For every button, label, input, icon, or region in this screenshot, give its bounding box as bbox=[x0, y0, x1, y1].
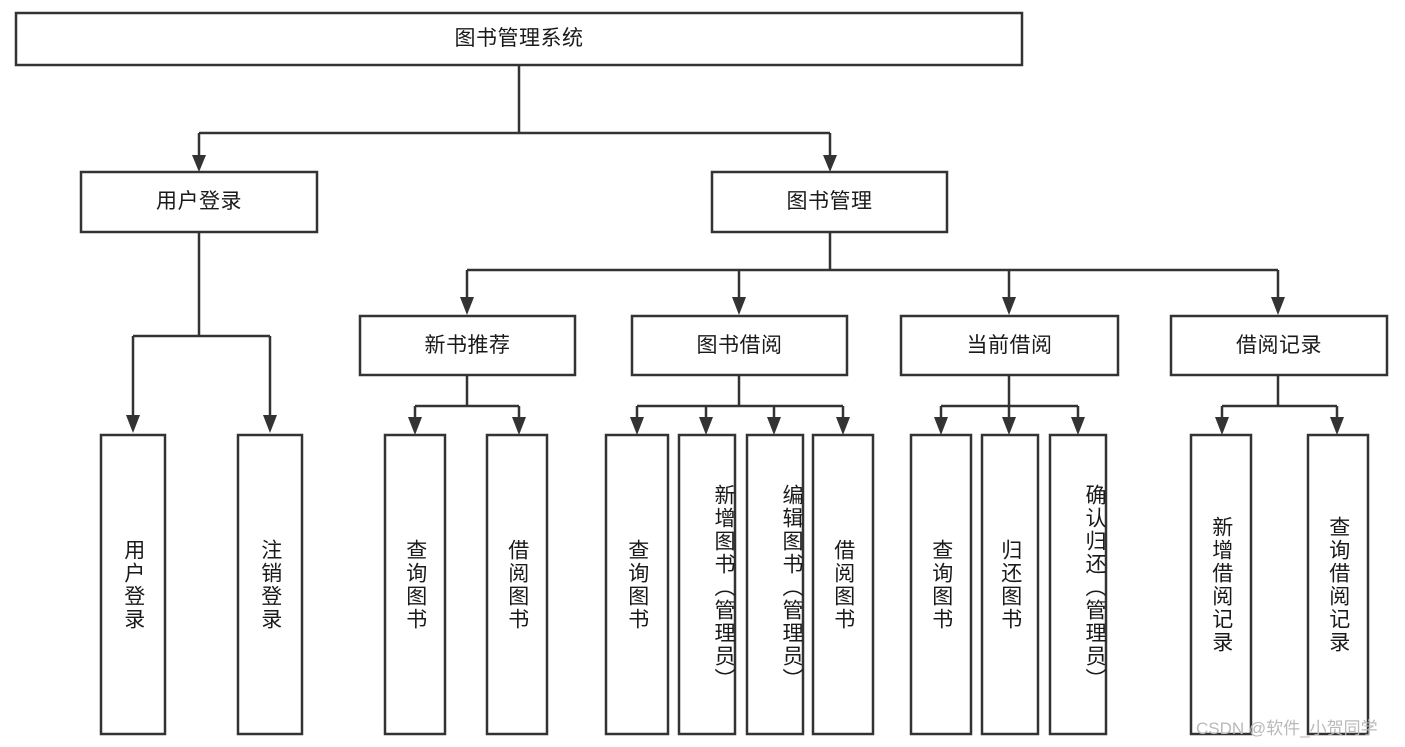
node-box-new-book-rec[interactable] bbox=[358, 314, 577, 377]
node-box-leaf-query-book-1[interactable] bbox=[383, 433, 447, 736]
node-box-book-manage[interactable] bbox=[710, 170, 949, 234]
arrowhead-leaf-user-login bbox=[126, 415, 140, 433]
arrowhead-leaf-add-record bbox=[1215, 417, 1229, 435]
node-box-leaf-query-book-3[interactable] bbox=[909, 433, 973, 736]
arrowhead-leaf-query-record bbox=[1330, 417, 1344, 435]
node-box-leaf-add-book[interactable] bbox=[677, 433, 737, 736]
arrowhead-leaf-query-book-2 bbox=[630, 417, 644, 435]
node-box-current-borrow[interactable] bbox=[899, 314, 1120, 377]
arrowhead-leaf-logout bbox=[263, 415, 277, 433]
arrowhead-book-borrow bbox=[732, 297, 746, 315]
arrowhead-user-login bbox=[192, 155, 206, 172]
arrowhead-leaf-confirm-return bbox=[1071, 417, 1085, 435]
node-box-leaf-return-book[interactable] bbox=[980, 433, 1040, 736]
arrowhead-leaf-query-book-3 bbox=[934, 417, 948, 435]
arrowhead-current-borrow bbox=[1002, 297, 1016, 315]
node-box-leaf-logout[interactable] bbox=[236, 433, 304, 736]
node-box-leaf-confirm-return[interactable] bbox=[1048, 433, 1108, 736]
node-box-root[interactable] bbox=[14, 11, 1024, 67]
arrowhead-leaf-borrow-book-2 bbox=[836, 417, 850, 435]
arrowhead-borrow-record bbox=[1271, 297, 1285, 315]
node-box-user-login[interactable] bbox=[79, 170, 319, 234]
node-box-leaf-query-book-2[interactable] bbox=[604, 433, 670, 736]
arrowhead-leaf-query-book-1 bbox=[408, 417, 422, 435]
node-box-leaf-edit-book[interactable] bbox=[745, 433, 805, 736]
node-box-leaf-query-record[interactable] bbox=[1306, 433, 1370, 736]
node-box-borrow-record[interactable] bbox=[1169, 314, 1389, 377]
arrowhead-book-manage bbox=[823, 155, 837, 172]
node-box-leaf-user-login[interactable] bbox=[99, 433, 167, 736]
arrowhead-leaf-borrow-book-1 bbox=[512, 417, 526, 435]
arrowhead-leaf-add-book bbox=[699, 417, 713, 435]
arrowhead-new-book-rec bbox=[460, 297, 474, 315]
arrowhead-leaf-return-book bbox=[1002, 417, 1016, 435]
arrowhead-leaf-edit-book bbox=[767, 417, 781, 435]
node-box-leaf-borrow-book-2[interactable] bbox=[811, 433, 875, 736]
node-box-leaf-add-record[interactable] bbox=[1189, 433, 1253, 736]
node-box-leaf-borrow-book-1[interactable] bbox=[485, 433, 549, 736]
csdn-watermark: CSDN @软件_小贺同学 bbox=[1196, 719, 1378, 738]
node-box-book-borrow[interactable] bbox=[630, 314, 849, 377]
